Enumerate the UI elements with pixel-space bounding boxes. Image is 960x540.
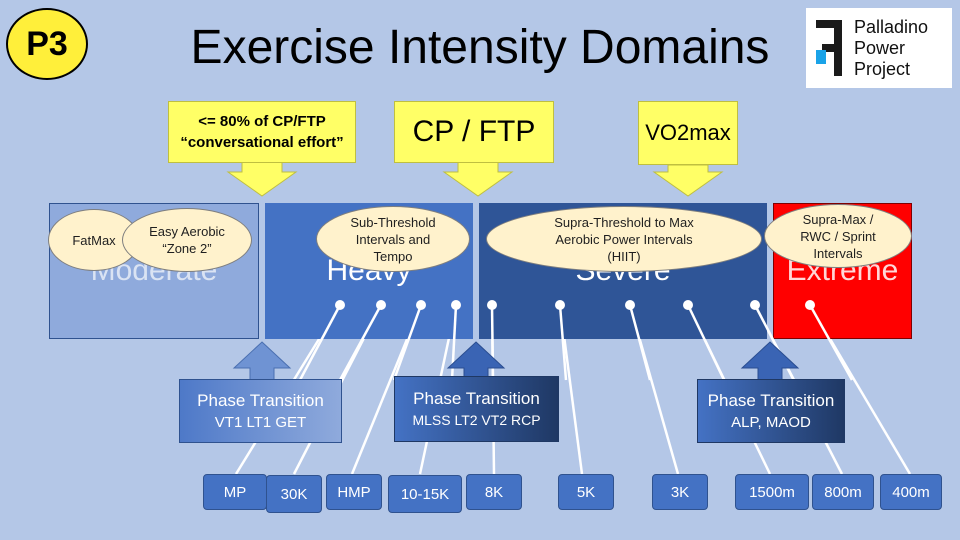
- logo-left: P3: [6, 8, 88, 80]
- callout-arrow-moderate: [226, 161, 298, 197]
- callout-vo2max: VO2max: [638, 101, 738, 165]
- logo-right: Palladino Power Project: [806, 8, 952, 88]
- callout-moderate: <= 80% of CP/FTP “conversational effort”: [168, 101, 356, 163]
- race-hmp: HMP: [326, 474, 382, 510]
- logo-right-line2: Power: [854, 37, 906, 58]
- race-5k: 5K: [558, 474, 614, 510]
- race-8k: 8K: [466, 474, 522, 510]
- callout-arrow-vo2: [652, 164, 724, 197]
- phase-transition-3: Phase Transition ALP, MAOD: [697, 379, 845, 443]
- race-800m: 800m: [812, 474, 874, 510]
- logo-right-line3: Project: [854, 58, 911, 79]
- callout-moderate-line1: <= 80% of CP/FTP: [198, 113, 326, 130]
- callout-arrow-cp: [442, 161, 514, 197]
- ellipse-sub-threshold: Sub-Threshold Intervals and Tempo: [316, 206, 470, 272]
- ellipse-supra-max: Supra-Max / RWC / Sprint Intervals: [764, 204, 912, 268]
- phase-2-markers: MLSS LT2 VT2 RCP: [412, 411, 541, 428]
- race-mp: MP: [203, 474, 267, 510]
- ellipse-supra-max-line1: Supra-Max /: [802, 211, 874, 227]
- ellipse-supra-threshold-line2: Aerobic Power Intervals: [555, 231, 693, 247]
- race-400m: 400m: [880, 474, 942, 510]
- ellipse-easy-aerobic: Easy Aerobic “Zone 2”: [122, 208, 252, 272]
- ellipse-sub-threshold-line3: Tempo: [373, 248, 413, 264]
- phase-1-title: Phase Transition: [197, 390, 324, 410]
- race-3k: 3K: [652, 474, 708, 510]
- race-10-15k: 10-15K: [388, 475, 462, 513]
- ellipse-easy-aerobic-line2: “Zone 2”: [162, 241, 212, 256]
- phase-transition-1: Phase Transition VT1 LT1 GET: [179, 379, 342, 443]
- phase-3-title: Phase Transition: [707, 390, 835, 410]
- ellipse-supra-threshold-line1: Supra-Threshold to Max: [554, 214, 694, 230]
- race-1500m: 1500m: [735, 474, 809, 510]
- logo-right-line1: Palladino: [854, 16, 929, 37]
- ellipse-supra-threshold-line3: (HIIT): [607, 248, 641, 264]
- ellipse-supra-threshold: Supra-Threshold to Max Aerobic Power Int…: [486, 206, 762, 272]
- race-30k: 30K: [266, 475, 322, 513]
- ellipse-easy-aerobic-line1: Easy Aerobic: [149, 224, 225, 239]
- phase-transition-2: Phase Transition MLSS LT2 VT2 RCP: [394, 376, 559, 442]
- callout-cp-ftp: CP / FTP: [394, 101, 554, 163]
- page-title: Exercise Intensity Domains: [190, 21, 770, 74]
- ellipse-supra-max-line3: Intervals: [813, 245, 863, 261]
- callout-moderate-line2: “conversational effort”: [180, 134, 344, 151]
- ellipse-sub-threshold-line2: Intervals and: [355, 231, 431, 247]
- phase-3-markers: ALP, MAOD: [731, 413, 811, 431]
- logo-right-mark-icon: [816, 20, 846, 76]
- logo-left-text: P3: [26, 24, 68, 63]
- ellipse-sub-threshold-line1: Sub-Threshold: [350, 214, 436, 230]
- ellipse-supra-max-line2: RWC / Sprint: [800, 228, 876, 244]
- phase-1-markers: VT1 LT1 GET: [214, 413, 307, 431]
- phase-2-title: Phase Transition: [413, 388, 540, 408]
